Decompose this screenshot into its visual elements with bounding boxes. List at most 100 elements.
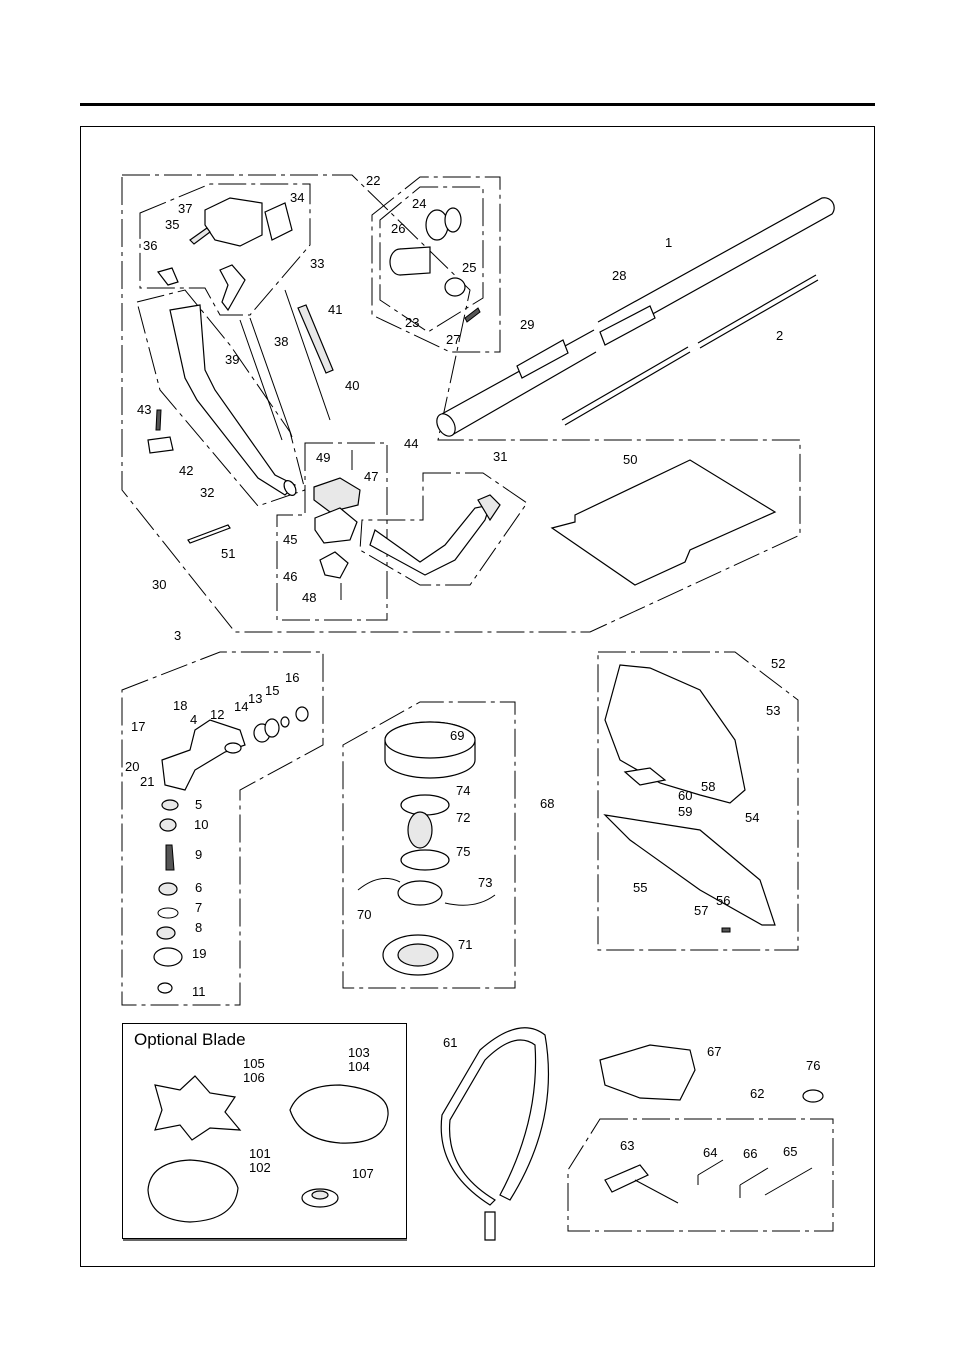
part-number-label: 46 — [283, 569, 297, 584]
washer-drawing — [802, 1089, 824, 1103]
part-number-label: 14 — [234, 699, 248, 714]
group-22-outline — [371, 176, 501, 353]
part-number-label: 50 — [623, 452, 637, 467]
part-number-label: 28 — [612, 268, 626, 283]
part-number-label: 4 — [190, 712, 197, 727]
part-number-label: 72 — [456, 810, 470, 825]
part-number-label: 55 — [633, 880, 647, 895]
part-number-label: 35 — [165, 217, 179, 232]
gear-case-parts — [153, 706, 309, 994]
part-number-label: 63 — [620, 1138, 634, 1153]
part-number-label: 47 — [364, 469, 378, 484]
part-number-label: 103 — [348, 1045, 370, 1060]
part-labels: 3033343536373238394041424351444546474849… — [125, 173, 820, 1181]
part-number-label: 20 — [125, 759, 139, 774]
part-number-label: 17 — [131, 719, 145, 734]
optional-blade-title: Optional Blade — [134, 1030, 246, 1049]
cables-part — [239, 289, 334, 441]
part-number-label: 40 — [345, 378, 359, 393]
part-number-label: 48 — [302, 590, 316, 605]
part-number-label: 31 — [493, 449, 507, 464]
throttle-housing-part — [156, 197, 293, 312]
part-number-label: 66 — [743, 1146, 757, 1161]
group-68-outline — [342, 701, 516, 989]
part-number-label: 22 — [366, 173, 380, 188]
handle-grip-part — [169, 304, 297, 496]
header-rule — [80, 103, 875, 106]
part-number-label: 68 — [540, 796, 554, 811]
part-number-label: 21 — [140, 774, 154, 789]
part-number-label: 15 — [265, 683, 279, 698]
group-3-outline — [121, 651, 324, 1006]
part-number-label: 24 — [412, 196, 426, 211]
part-number-label: 11 — [192, 984, 206, 999]
part-number-label: 38 — [274, 334, 288, 349]
part-number-label: 29 — [520, 317, 534, 332]
coupling-parts — [389, 207, 481, 323]
part-number-label: 13 — [248, 691, 262, 706]
part-number-label: 102 — [249, 1160, 271, 1175]
part-number-label: 2 — [776, 328, 783, 343]
part-number-label: 49 — [316, 450, 330, 465]
part-number-label: 105 — [243, 1056, 265, 1071]
part-number-label: 59 — [678, 804, 692, 819]
part-number-label: 75 — [456, 844, 470, 859]
part-number-label: 74 — [456, 783, 470, 798]
part-number-label: 62 — [750, 1086, 764, 1101]
handle-clamp-part — [147, 409, 174, 454]
part-number-label: 44 — [404, 436, 418, 451]
part-number-label: 42 — [179, 463, 193, 478]
goggles-drawing — [599, 1044, 696, 1101]
clamp-parts — [313, 450, 361, 600]
trimmer-head-parts — [357, 721, 496, 976]
part-number-label: 41 — [328, 302, 342, 317]
part-number-label: 33 — [310, 256, 324, 271]
part-number-label: 64 — [703, 1145, 717, 1160]
optional-blade-drawings — [147, 1075, 389, 1223]
part-number-label: 5 — [195, 797, 202, 812]
part-number-label: 3 — [174, 628, 181, 643]
part-number-label: 27 — [446, 332, 460, 347]
part-number-label: 32 — [200, 485, 214, 500]
part-number-label: 36 — [143, 238, 157, 253]
part-number-label: 71 — [458, 937, 472, 952]
shaft-tube-part — [436, 197, 835, 437]
part-number-label: 16 — [285, 670, 299, 685]
part-number-label: 6 — [195, 880, 202, 895]
part-number-label: 26 — [391, 221, 405, 236]
part-number-label: 53 — [766, 703, 780, 718]
group-62-outline — [567, 1118, 834, 1232]
optional-blade-box — [122, 1023, 407, 1239]
group-23-outline — [379, 186, 484, 333]
part-number-label: 18 — [173, 698, 187, 713]
toolkit-drawings — [604, 1159, 813, 1204]
part-number-label: 70 — [357, 907, 371, 922]
part-number-label: 37 — [178, 201, 192, 216]
part-number-label: 107 — [352, 1166, 374, 1181]
part-number-label: 30 — [152, 577, 166, 592]
part-number-label: 104 — [348, 1059, 370, 1074]
part-number-label: 61 — [443, 1035, 457, 1050]
part-number-label: 58 — [701, 779, 715, 794]
part-number-label: 101 — [249, 1146, 271, 1161]
bolt-part — [187, 524, 231, 544]
part-number-label: 19 — [192, 946, 206, 961]
group-44-outline — [276, 442, 388, 621]
part-number-label: 12 — [210, 707, 224, 722]
part-number-label: 69 — [450, 728, 464, 743]
part-number-label: 106 — [243, 1070, 265, 1085]
part-number-label: 52 — [771, 656, 785, 671]
loop-handle-part — [369, 494, 501, 576]
drive-shaft-part — [561, 274, 819, 426]
part-number-label: 1 — [665, 235, 672, 250]
manual-part — [550, 459, 777, 586]
group-30-outline — [121, 174, 801, 633]
diagram-frame — [80, 126, 875, 1267]
harness-drawing — [440, 1027, 550, 1241]
part-number-label: 57 — [694, 903, 708, 918]
part-number-label: 45 — [283, 532, 297, 547]
part-number-label: 73 — [478, 875, 492, 890]
part-number-label: 54 — [745, 810, 759, 825]
